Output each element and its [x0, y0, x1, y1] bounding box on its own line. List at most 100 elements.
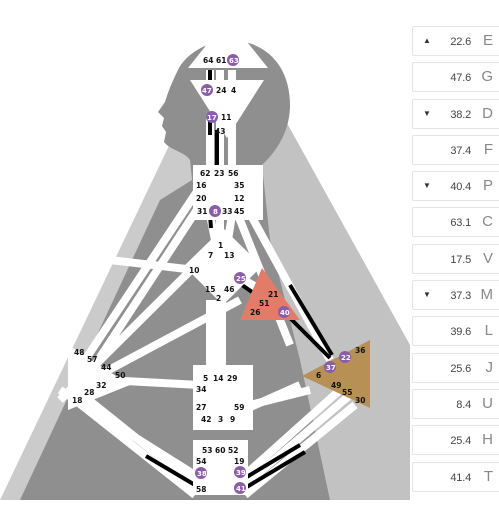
center-head	[188, 18, 268, 68]
gate-17: 17	[207, 114, 217, 122]
gate-29: 29	[227, 374, 237, 383]
gate-63: 63	[229, 57, 239, 65]
gate-53: 53	[202, 446, 212, 455]
gate-36: 36	[355, 346, 365, 355]
gate-43: 43	[215, 127, 225, 136]
gate-61: 61	[216, 56, 226, 65]
planet-letter: M	[480, 286, 494, 304]
gate-31: 31	[197, 207, 207, 216]
planet-value: 40.4	[450, 181, 471, 194]
planet-value: 17.5	[450, 253, 471, 266]
gate-25: 25	[236, 275, 246, 283]
planet-letter: T	[483, 467, 493, 485]
gate-12: 12	[234, 194, 244, 203]
gate-52: 52	[228, 446, 238, 455]
gate-4: 4	[231, 86, 236, 95]
gate-21: 21	[268, 290, 278, 299]
gate-56: 56	[228, 169, 238, 178]
gate-1: 1	[218, 241, 223, 250]
gate-39: 39	[236, 469, 246, 477]
planet-value: 8.4	[456, 398, 471, 411]
planet-value: 41.4	[450, 471, 471, 484]
planet-letter: D	[482, 104, 493, 122]
triangle-down-icon: ▼	[423, 290, 431, 300]
gate-15: 15	[205, 285, 215, 294]
gate-7: 7	[208, 251, 213, 260]
planet-value: 39.6	[450, 326, 471, 339]
planet-letter: C	[482, 213, 493, 231]
gate-64: 64	[203, 56, 213, 65]
gate-18: 18	[72, 396, 82, 405]
planet-letter: L	[484, 322, 493, 340]
planet-value: 25.6	[450, 362, 471, 375]
planet-row[interactable]: 25.6 J	[412, 352, 499, 383]
planet-row[interactable]: 8.4 U	[412, 388, 499, 419]
gate-23: 23	[214, 169, 224, 178]
gate-40: 40	[280, 309, 290, 317]
gate-47: 47	[202, 87, 212, 95]
center-g	[184, 228, 262, 305]
planet-row[interactable]: 41.4 T	[412, 461, 499, 492]
gate-48: 48	[74, 348, 84, 357]
planet-letter: H	[482, 431, 493, 449]
planet-value: 37.3	[450, 290, 471, 303]
gate-60: 60	[215, 446, 225, 455]
planet-letter: G	[481, 68, 493, 86]
gate-35: 35	[234, 181, 244, 190]
gate-44: 44	[101, 363, 111, 372]
planet-value: 47.6	[450, 72, 471, 85]
gate-45: 45	[234, 207, 244, 216]
planet-value: 37.4	[450, 144, 471, 157]
planet-row[interactable]: 63.1 C	[412, 207, 499, 238]
gate-26: 26	[250, 308, 260, 317]
planet-row[interactable]: 39.6 L	[412, 316, 499, 347]
gate-58: 58	[196, 485, 206, 494]
gate-32: 32	[96, 381, 106, 390]
gate-42: 42	[201, 415, 211, 424]
gate-46: 46	[224, 285, 234, 294]
planet-row[interactable]: 47.6 G	[412, 62, 499, 93]
gate-2: 2	[216, 294, 221, 303]
triangle-down-icon: ▼	[423, 108, 431, 118]
planet-row[interactable]: ▼ 37.3 M	[412, 280, 499, 311]
planet-row[interactable]: ▼ 40.4 P	[412, 171, 499, 202]
planet-row[interactable]: 37.4 F	[412, 134, 499, 165]
triangle-down-icon: ▼	[423, 181, 431, 191]
gate-24: 24	[216, 86, 226, 95]
gate-37: 37	[326, 364, 336, 372]
planet-letter: F	[483, 140, 493, 158]
planet-value: 63.1	[450, 217, 471, 230]
gate-30: 30	[355, 396, 365, 405]
gate-33: 33	[222, 207, 232, 216]
gate-38: 38	[197, 470, 207, 478]
gate-54: 54	[196, 457, 206, 466]
gate-5: 5	[203, 374, 208, 383]
gate-9: 9	[230, 415, 235, 424]
center-throat	[193, 165, 263, 220]
gate-8: 8	[213, 208, 218, 216]
planet-letter: P	[482, 177, 493, 195]
gate-34: 34	[196, 385, 206, 394]
planet-letter: E	[482, 32, 493, 49]
gate-27: 27	[196, 403, 206, 412]
gate-50: 50	[115, 371, 125, 380]
gate-6: 6	[316, 371, 321, 380]
planet-letter: J	[485, 358, 494, 376]
bodygraph-chart: 64 61 63 47 24 4 17 11 43 62 23 56 16 35…	[0, 18, 410, 500]
gate-49: 49	[331, 381, 341, 390]
planet-letter: U	[482, 394, 493, 412]
gate-labels: 64 61 63 47 24 4 17 11 43 62 23 56 16 35…	[72, 56, 365, 494]
gate-59: 59	[234, 403, 244, 412]
triangle-up-icon: ▲	[423, 36, 431, 45]
gate-22: 22	[341, 354, 351, 362]
active-gate-badges	[195, 54, 351, 494]
planet-row[interactable]: 25.4 H	[412, 425, 499, 456]
gate-20: 20	[196, 194, 206, 203]
planet-value: 25.4	[450, 435, 471, 448]
gate-57: 57	[87, 355, 97, 364]
gate-13: 13	[224, 251, 234, 260]
